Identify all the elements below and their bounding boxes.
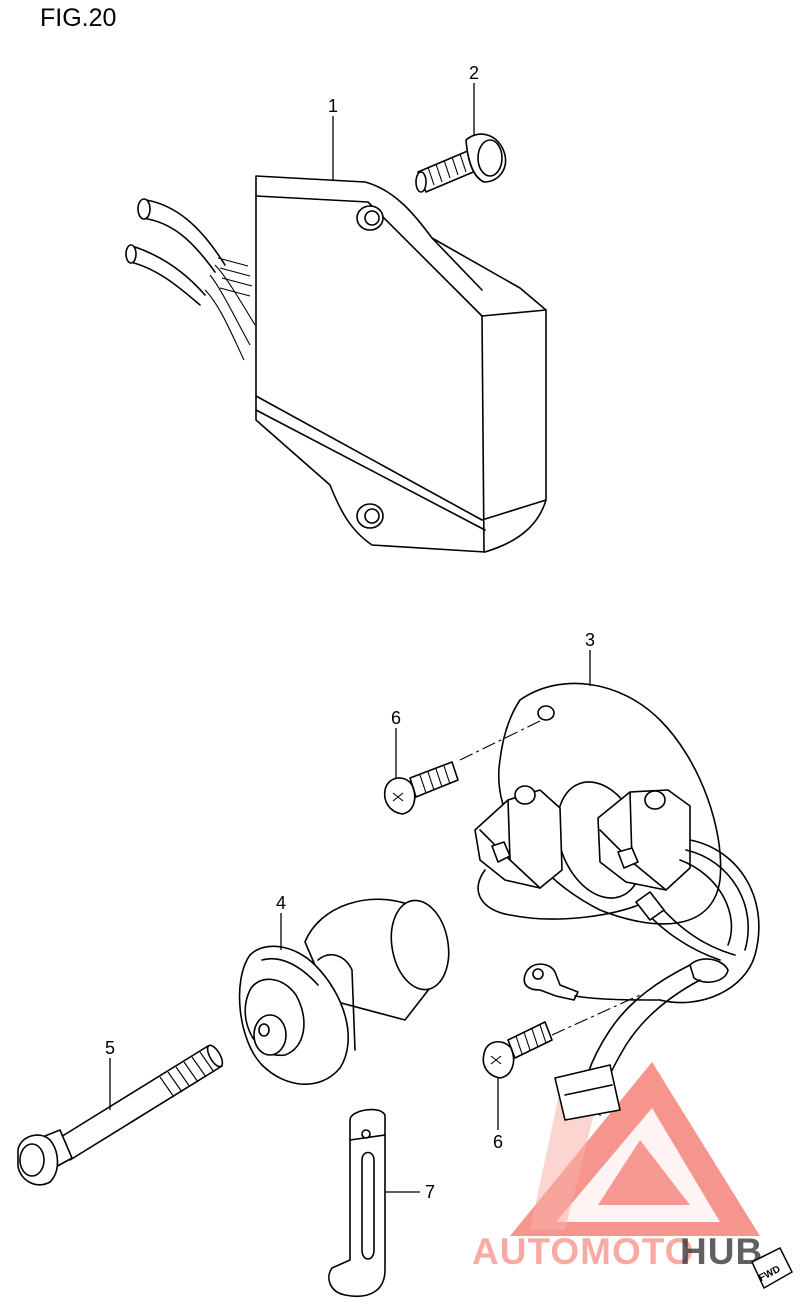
callout-6-upper: 6 [391, 708, 401, 728]
fwd-direction-badge: FWD [751, 1246, 793, 1290]
centerline-upper [459, 719, 543, 761]
figure-title: FIG.20 [40, 4, 117, 32]
part-3-pulser-plate [474, 682, 760, 1121]
watermark-wordmark: AUTOMOTO HUB [472, 1231, 763, 1272]
callout-2: 2 [469, 63, 479, 83]
watermark-text-hub: HUB [680, 1231, 763, 1272]
watermark-text-main: AUTOMOTO [472, 1231, 694, 1272]
callout-4: 4 [276, 893, 286, 913]
callout-1: 1 [328, 96, 338, 116]
part-1-module [125, 175, 547, 553]
centerline-lower [551, 994, 641, 1036]
part-6-screw-lower [482, 1021, 553, 1079]
part-6-screw-upper [383, 761, 459, 815]
watermark-logo [510, 1062, 760, 1236]
part-5-long-bolt [17, 1044, 224, 1186]
part-4-cylinder [238, 898, 450, 1085]
part-7-strap [328, 1108, 386, 1297]
callout-7: 7 [425, 1182, 435, 1202]
callout-3: 3 [585, 630, 595, 650]
callout-6-lower: 6 [493, 1132, 503, 1152]
part-2-bolt [415, 133, 507, 193]
callout-5: 5 [105, 1038, 115, 1058]
